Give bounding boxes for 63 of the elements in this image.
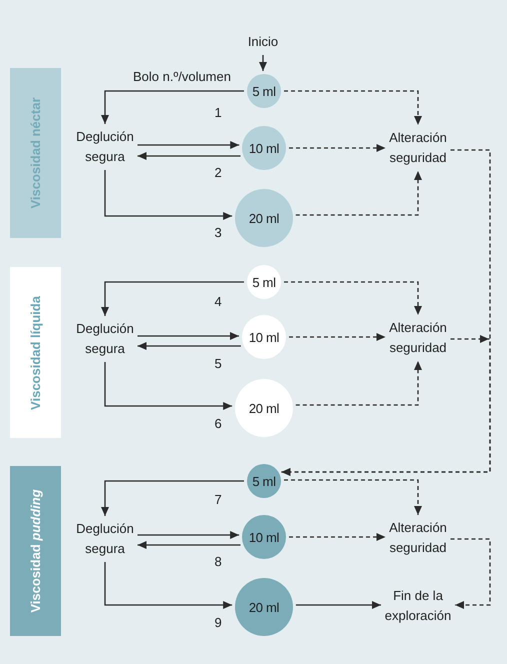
arrow [104, 170, 232, 220]
bolus-number: 6 [214, 416, 222, 432]
flow-label: Deglución segura [76, 127, 134, 167]
dashed-arrow [284, 281, 422, 315]
arrow [138, 541, 240, 549]
volume-label: 10 ml [248, 140, 280, 156]
volume-circle [247, 464, 281, 498]
dashed-arrow [281, 335, 491, 476]
arrow [138, 531, 240, 539]
flow-label: Deglución segura [76, 319, 134, 359]
arrow [138, 342, 241, 350]
bolus-number: 4 [214, 294, 222, 310]
dashed-arrow [289, 333, 386, 341]
bolus-number: 3 [214, 225, 222, 241]
arrow [259, 55, 267, 71]
dashed-arrow [284, 90, 422, 125]
volume-label: 10 ml [248, 530, 280, 544]
dashed-arrow [284, 479, 422, 515]
band-title: Viscosidad néctar [28, 97, 44, 209]
arrow [296, 601, 381, 609]
volume-label: 20 ml [248, 600, 280, 614]
arrow [138, 152, 240, 160]
dashed-arrow [296, 171, 422, 216]
viscosity-band [10, 267, 61, 438]
viscosity-band [10, 68, 61, 238]
bolus-number: 7 [214, 492, 222, 508]
arrow [104, 562, 232, 609]
flow-label: Inicio [247, 32, 279, 52]
volume-label: 10 ml [248, 330, 280, 344]
bolus-number: 5 [214, 356, 222, 372]
bolus-number: 9 [214, 615, 222, 631]
arrow [101, 90, 244, 124]
flow-label: Alteración seguridad [388, 518, 448, 558]
dashed-arrow [289, 533, 386, 541]
viscosity-band [10, 466, 61, 636]
arrow [104, 362, 232, 410]
dashed-arrow [289, 144, 386, 152]
volume-circle [242, 315, 286, 359]
volume-circle [242, 126, 286, 170]
dashed-arrow [450, 538, 491, 609]
arrow [101, 480, 244, 516]
arrow [138, 332, 239, 340]
arrow [138, 141, 240, 149]
volume-circle [247, 74, 281, 108]
flow-label: Alteración seguridad [388, 318, 448, 358]
dashed-arrow [296, 361, 422, 406]
column-header: Bolo n.º/volumen [133, 69, 231, 85]
arrow [101, 281, 244, 316]
volume-label: 5 ml [252, 474, 276, 488]
volume-label: 5 ml [252, 274, 276, 290]
flow-label: Alteración seguridad [388, 128, 448, 168]
flow-label: Fin de la exploración [384, 586, 452, 626]
volume-label: 5 ml [252, 84, 276, 98]
bolus-number: 2 [214, 165, 222, 181]
flow-label: Deglución segura [76, 519, 134, 559]
volume-label: 20 ml [248, 210, 280, 226]
volume-label: 20 ml [248, 400, 280, 416]
bolus-number: 8 [214, 554, 222, 570]
band-title: Viscosidad líquida [28, 296, 44, 410]
bolus-number: 1 [214, 105, 222, 121]
volume-circle [247, 265, 281, 299]
band-title: Viscosidad pudding [28, 489, 44, 613]
volume-circle [242, 515, 286, 559]
